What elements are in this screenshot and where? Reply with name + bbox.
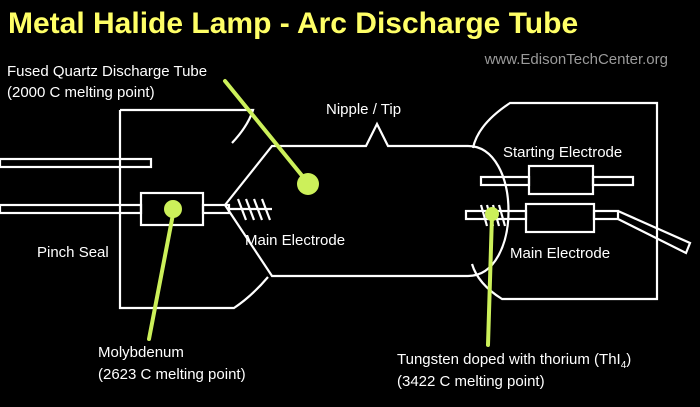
tungsten-pointer-line [486,213,494,347]
right-starting-foil [527,164,595,196]
left-electrode-coil [236,198,272,221]
label-starting-electrode: Starting Electrode [503,144,622,161]
label-tungsten-line1: Tungsten doped with thorium (ThI4) [397,351,631,371]
right-molybdenum-foil [524,202,596,234]
discharge-tube-body [223,121,510,278]
molybdenum-pointer-line [147,207,176,341]
tungsten-pointer-dot [485,207,499,221]
label-molybdenum-line2: (2623 C melting point) [98,366,246,383]
label-nipple-tip: Nipple / Tip [326,101,401,118]
label-tungsten-line2: (3422 C melting point) [397,373,545,390]
fused-quartz-pointer-dot [297,173,319,195]
fused-quartz-pointer-line [223,79,310,185]
right-main-lead-stub [592,209,620,221]
label-fused-quartz-line1: Fused Quartz Discharge Tube [7,63,207,80]
left-upper-lead [0,157,153,169]
molybdenum-pointer-dot [164,200,182,218]
label-main-electrode-right: Main Electrode [510,245,610,262]
right-pinch-seal-outline [470,101,659,301]
label-main-electrode-left: Main Electrode [245,232,345,249]
label-molybdenum-line1: Molybdenum [98,344,184,361]
diagram-title: Metal Halide Lamp - Arc Discharge Tube [8,7,578,40]
right-starting-lead-outer [591,175,635,187]
website-credit: www.EdisonTechCenter.org [484,51,668,68]
right-main-lead-outer [617,209,692,255]
label-fused-quartz-line2: (2000 C melting point) [7,84,155,101]
left-pinch-seal-outline [118,108,269,310]
label-pinch-seal: Pinch Seal [37,244,109,261]
